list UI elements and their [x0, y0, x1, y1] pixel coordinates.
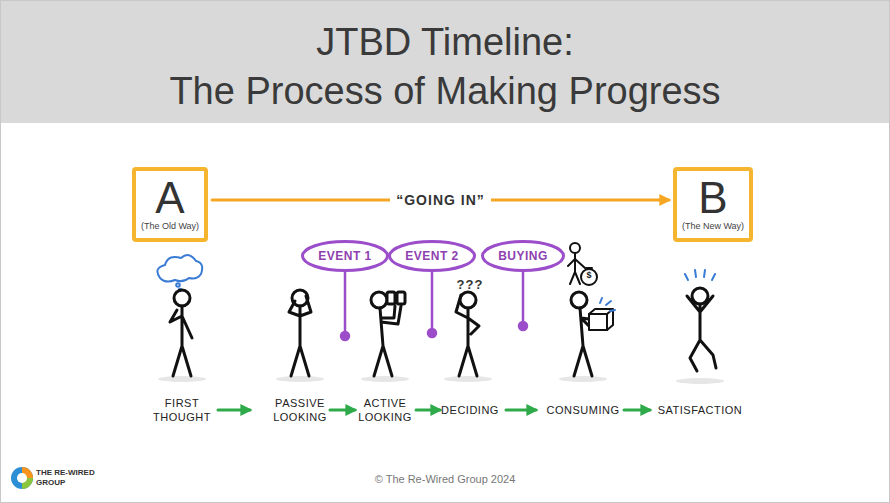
event-leader	[344, 266, 347, 336]
stick-figure	[687, 296, 716, 371]
stage-arrow	[506, 409, 536, 412]
node-subtext: (The Old Way)	[141, 222, 199, 232]
thought-cloud	[157, 255, 202, 291]
stage-arrow	[218, 409, 250, 412]
node-heading: B	[698, 176, 727, 220]
money-sign: $	[583, 270, 595, 281]
event-oval: BUYING	[481, 240, 565, 272]
oval-outline	[303, 242, 388, 271]
stick-figure	[570, 243, 580, 253]
ground-shadow	[361, 376, 409, 382]
event-leader	[519, 322, 527, 330]
thought-cloud	[176, 283, 180, 287]
event-leader	[428, 329, 436, 337]
title-line: The Process of Making Progress	[0, 67, 890, 116]
title-line: JTBD Timeline:	[0, 18, 890, 67]
event-oval: EVENT 2	[388, 240, 476, 272]
logo-mark	[11, 467, 33, 489]
stick-figure	[397, 292, 405, 304]
stick-figure	[589, 309, 613, 330]
logo-mark	[17, 473, 27, 483]
stick-figure	[568, 243, 597, 285]
spark-lines	[600, 270, 715, 311]
header-band	[0, 0, 890, 123]
event-leader	[522, 266, 525, 326]
logo-text: THE RE-WIRED GROUP	[36, 468, 106, 488]
stage-label: ACTIVE LOOKING	[353, 396, 417, 424]
node-heading: EVENT 1	[318, 249, 372, 263]
ground-shadow	[444, 376, 492, 382]
stage-label: SATISFACTION	[652, 403, 748, 417]
page-title: JTBD Timeline: The Process of Making Pro…	[0, 18, 890, 116]
event-leader	[431, 266, 434, 333]
event-leader	[341, 266, 527, 340]
logo-mark	[11, 467, 33, 489]
stick-figure	[170, 243, 716, 376]
stick-figure	[456, 295, 479, 376]
stage-label: DECIDING	[430, 403, 510, 417]
stick-figure	[586, 267, 592, 269]
state-box: A (The Old Way)	[132, 167, 208, 242]
node-heading: EVENT 2	[405, 249, 459, 263]
ground-shadow	[158, 376, 724, 384]
spark-lines	[600, 298, 615, 311]
spark-lines	[685, 270, 715, 280]
stick-figure	[581, 269, 597, 285]
stick-figure	[289, 296, 311, 376]
oval-outline	[390, 242, 475, 271]
ground-shadow	[276, 376, 324, 382]
event-oval: EVENT 1	[301, 240, 389, 272]
stick-figure	[571, 292, 587, 308]
stick-figure	[174, 290, 190, 306]
stick-figure	[589, 314, 607, 330]
state-box: B (The New Way)	[673, 167, 753, 242]
node-heading: A	[155, 176, 184, 220]
edge-label: “GOING IN”	[390, 192, 491, 208]
stick-figure	[374, 306, 401, 376]
ground-shadow	[559, 376, 607, 382]
question-marks: ???	[450, 277, 490, 293]
stick-figure	[371, 292, 387, 308]
ground-shadow	[676, 378, 724, 384]
thought-cloud	[157, 255, 202, 281]
stick-figure	[460, 292, 476, 308]
event-leader	[341, 332, 349, 340]
stick-figure	[387, 292, 395, 304]
stage-arrow	[330, 409, 355, 412]
copyright-note: © The Re-Wired Group 2024	[315, 472, 575, 486]
ground-shadow	[158, 376, 206, 382]
stick-figure	[170, 306, 192, 376]
stage-label: CONSUMING	[541, 403, 625, 417]
node-heading: BUYING	[498, 249, 548, 263]
stage-arrow	[624, 409, 650, 412]
stage-label: FIRST THOUGHT	[150, 396, 214, 424]
stick-figure	[692, 288, 708, 304]
stage-arrow	[416, 409, 440, 412]
stage-label: PASSIVE LOOKING	[268, 396, 332, 424]
oval-outline	[483, 242, 564, 271]
node-subtext: (The New Way)	[682, 222, 744, 232]
